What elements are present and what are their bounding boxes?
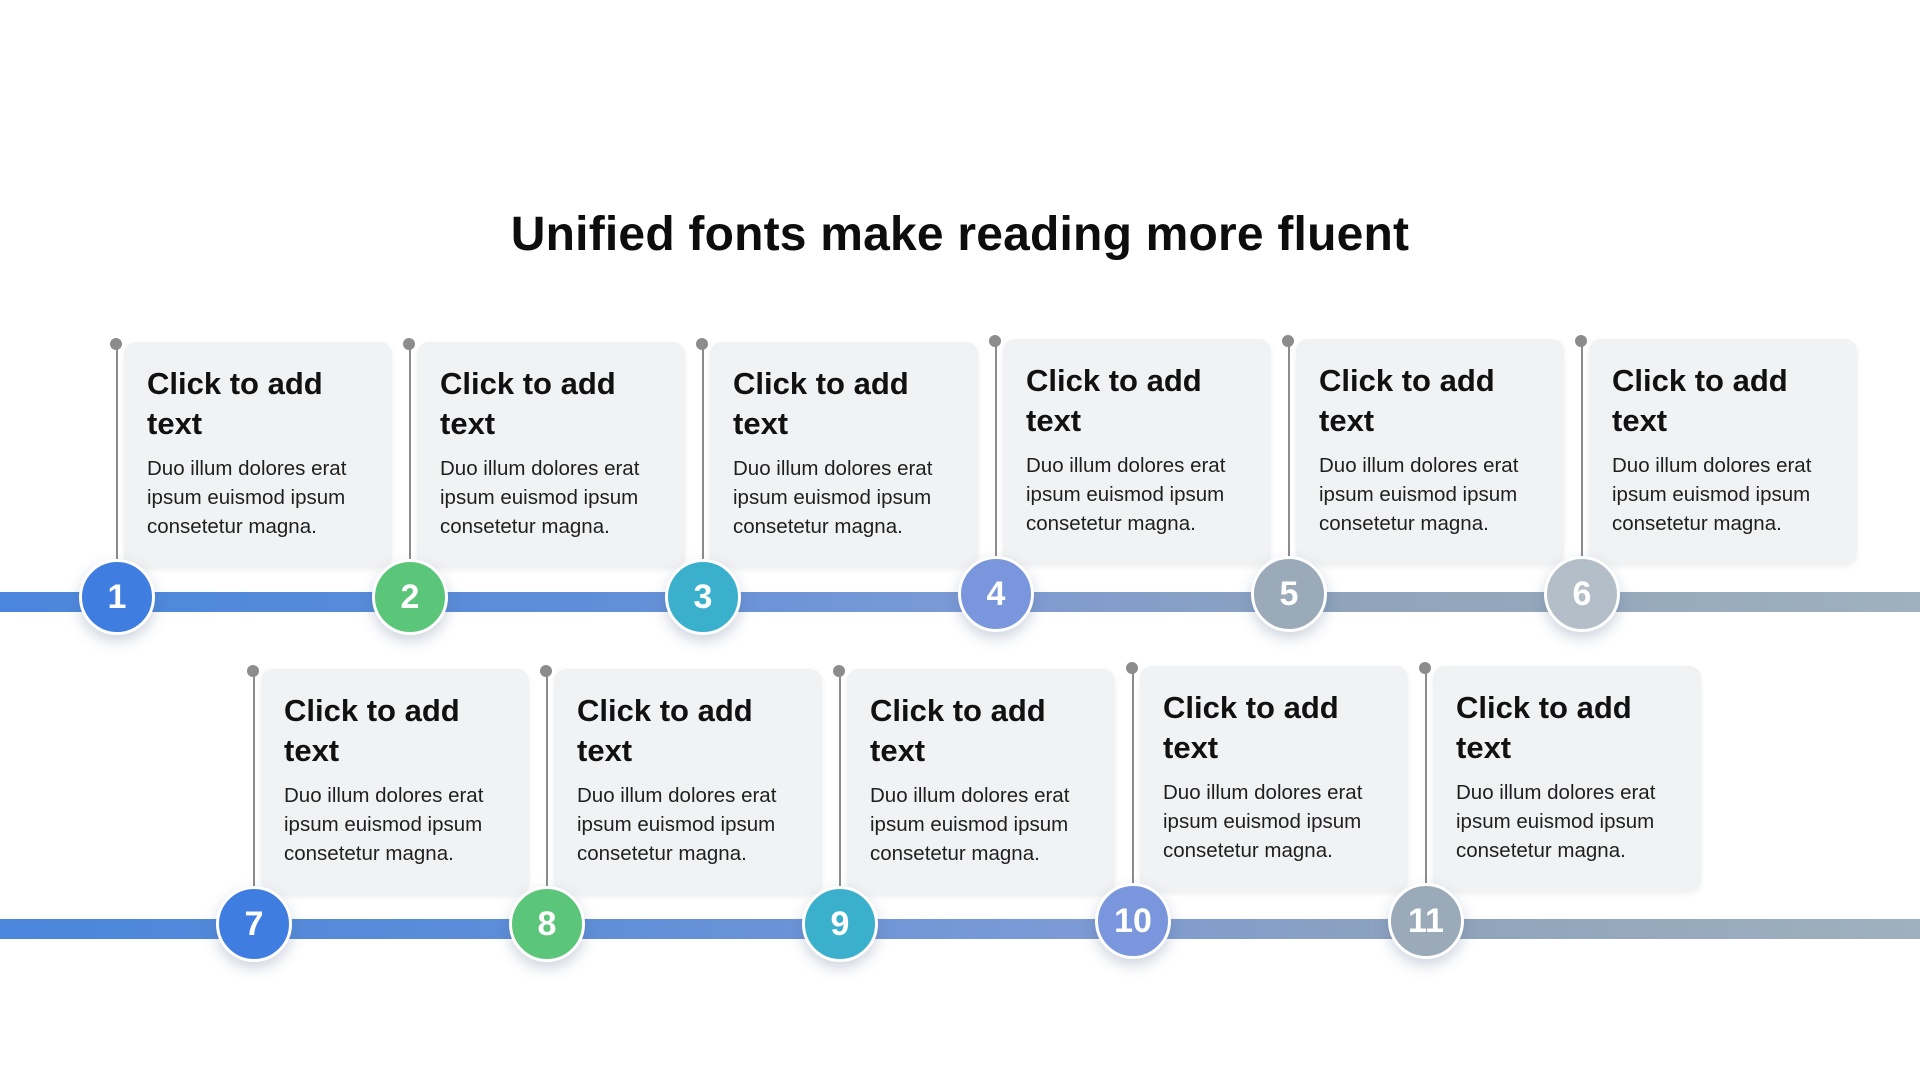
connector-stem <box>1575 335 1587 567</box>
step-title[interactable]: Click to add text <box>1026 363 1202 438</box>
step-title[interactable]: Click to add text <box>284 693 460 768</box>
step-number-badge: 9 <box>802 886 878 962</box>
step-title[interactable]: Click to add text <box>577 693 753 768</box>
step-title[interactable]: Click to add text <box>733 366 909 441</box>
step-card[interactable]: Click to add text Duo illum dolores erat… <box>1140 666 1408 892</box>
step-number-badge: 3 <box>665 559 741 635</box>
timeline-step-11: Click to add text Duo illum dolores erat… <box>1388 662 1716 959</box>
connector-stem <box>989 335 1001 567</box>
step-number-badge: 8 <box>509 886 585 962</box>
step-title[interactable]: Click to add text <box>440 366 616 441</box>
connector-stem <box>1126 662 1138 894</box>
step-body[interactable]: Duo illum dolores erat ipsum euismod ips… <box>1456 781 1656 862</box>
connector-stem <box>696 338 708 570</box>
timeline-step-2: Click to add text Duo illum dolores erat… <box>372 338 700 635</box>
connector-dot <box>1282 335 1294 347</box>
timeline-step-1: Click to add text Duo illum dolores erat… <box>79 338 407 635</box>
step-card[interactable]: Click to add text Duo illum dolores erat… <box>417 342 685 568</box>
step-number-badge: 1 <box>79 559 155 635</box>
step-body[interactable]: Duo illum dolores erat ipsum euismod ips… <box>440 457 640 538</box>
connector-stem <box>1419 662 1431 894</box>
step-number-badge: 7 <box>216 886 292 962</box>
step-title[interactable]: Click to add text <box>1163 690 1339 765</box>
step-body[interactable]: Duo illum dolores erat ipsum euismod ips… <box>284 784 484 865</box>
connector-stem <box>403 338 415 570</box>
step-title[interactable]: Click to add text <box>1612 363 1788 438</box>
step-card[interactable]: Click to add text Duo illum dolores erat… <box>847 669 1115 895</box>
step-body[interactable]: Duo illum dolores erat ipsum euismod ips… <box>870 784 1070 865</box>
step-number-badge: 6 <box>1544 556 1620 632</box>
step-title[interactable]: Click to add text <box>870 693 1046 768</box>
timeline-step-5: Click to add text Duo illum dolores erat… <box>1251 335 1579 632</box>
step-title[interactable]: Click to add text <box>1319 363 1495 438</box>
step-body[interactable]: Duo illum dolores erat ipsum euismod ips… <box>577 784 777 865</box>
step-card[interactable]: Click to add text Duo illum dolores erat… <box>124 342 392 568</box>
step-number-badge: 11 <box>1388 883 1464 959</box>
connector-dot <box>833 665 845 677</box>
step-number-badge: 4 <box>958 556 1034 632</box>
connector-dot <box>1575 335 1587 347</box>
step-number-badge: 5 <box>1251 556 1327 632</box>
step-body[interactable]: Duo illum dolores erat ipsum euismod ips… <box>147 457 347 538</box>
step-card[interactable]: Click to add text Duo illum dolores erat… <box>1433 666 1701 892</box>
connector-stem <box>1282 335 1294 567</box>
step-card[interactable]: Click to add text Duo illum dolores erat… <box>1296 339 1564 565</box>
connector-dot <box>1419 662 1431 674</box>
connector-dot <box>110 338 122 350</box>
timeline-step-10: Click to add text Duo illum dolores erat… <box>1095 662 1423 959</box>
connector-dot <box>403 338 415 350</box>
timeline-step-8: Click to add text Duo illum dolores erat… <box>509 665 837 962</box>
step-number-badge: 10 <box>1095 883 1171 959</box>
connector-stem <box>833 665 845 897</box>
connector-dot <box>1126 662 1138 674</box>
step-body[interactable]: Duo illum dolores erat ipsum euismod ips… <box>1612 454 1812 535</box>
step-card[interactable]: Click to add text Duo illum dolores erat… <box>554 669 822 895</box>
page-title: Unified fonts make reading more fluent <box>510 208 1410 261</box>
step-title[interactable]: Click to add text <box>147 366 323 441</box>
timeline-step-3: Click to add text Duo illum dolores erat… <box>665 338 993 635</box>
connector-dot <box>696 338 708 350</box>
timeline-step-9: Click to add text Duo illum dolores erat… <box>802 665 1130 962</box>
step-title[interactable]: Click to add text <box>1456 690 1632 765</box>
step-card[interactable]: Click to add text Duo illum dolores erat… <box>710 342 978 568</box>
step-body[interactable]: Duo illum dolores erat ipsum euismod ips… <box>1026 454 1226 535</box>
timeline-step-6: Click to add text Duo illum dolores erat… <box>1544 335 1872 632</box>
timeline-step-4: Click to add text Duo illum dolores erat… <box>958 335 1286 632</box>
step-card[interactable]: Click to add text Duo illum dolores erat… <box>261 669 529 895</box>
connector-dot <box>989 335 1001 347</box>
step-card[interactable]: Click to add text Duo illum dolores erat… <box>1003 339 1271 565</box>
connector-stem <box>540 665 552 897</box>
step-number-badge: 2 <box>372 559 448 635</box>
step-body[interactable]: Duo illum dolores erat ipsum euismod ips… <box>1319 454 1519 535</box>
connector-stem <box>247 665 259 897</box>
connector-stem <box>110 338 122 570</box>
step-body[interactable]: Duo illum dolores erat ipsum euismod ips… <box>733 457 933 538</box>
timeline-step-7: Click to add text Duo illum dolores erat… <box>216 665 544 962</box>
connector-dot <box>247 665 259 677</box>
connector-dot <box>540 665 552 677</box>
step-card[interactable]: Click to add text Duo illum dolores erat… <box>1589 339 1857 565</box>
step-body[interactable]: Duo illum dolores erat ipsum euismod ips… <box>1163 781 1363 862</box>
